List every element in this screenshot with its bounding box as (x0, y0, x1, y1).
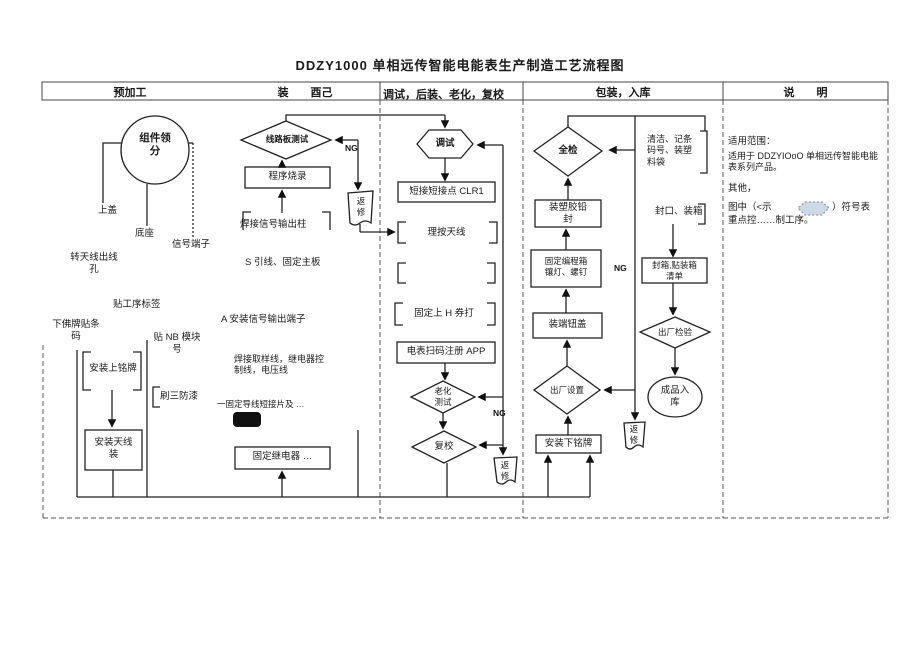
notes-legend-line2: 重点控……制工序。 (728, 215, 814, 226)
start-label: 组件领 分 (139, 132, 171, 158)
relay-label: 固定继电器 … (252, 451, 313, 462)
notes-legend-post: ）符号表 (832, 202, 871, 213)
nameplate-top-bracket (82, 351, 142, 391)
seal-bracket (698, 203, 706, 225)
notes-legend-pre: 图中（<示 (728, 202, 772, 213)
final-inspect-label: 出厂检验 (657, 327, 692, 337)
rework-doc-debug (493, 456, 518, 485)
antenna-label: 安装天线 装 (94, 437, 133, 460)
aging-label: 老化 测试 (434, 386, 452, 407)
legend-hexagon (797, 201, 830, 216)
ng-label-debug: NG (493, 408, 506, 418)
terminal-cover-box (532, 312, 603, 339)
factory-set-diamond (532, 365, 602, 415)
clean-label: 清洁、记条 码号、装塑 料袋 (647, 134, 693, 167)
notes-scope-body: 适用于 DDZYIOoO 单相远传智能电能 表系列产品。 (728, 151, 879, 173)
pack-list-box (641, 257, 708, 284)
scan-app-box (396, 341, 496, 364)
solder-posts-label: 焊接信号输出柱 (240, 219, 307, 230)
paint-label: 刷三防漆 (160, 391, 199, 402)
relay-box (234, 446, 331, 470)
rework-label-assembly: 返 修 (356, 196, 366, 217)
header-pre: 预加工 (113, 87, 147, 99)
assembly-signal-terminal-label: A 安装信号输出端子 (221, 314, 306, 325)
full-inspect-diamond (532, 126, 604, 177)
clean-bracket (700, 130, 708, 174)
header-packing: 包装，入库 (595, 87, 651, 99)
fix-keys-label: 固定编程箱 镶灯、螺钉 (544, 256, 588, 277)
full-inspect-label: 全检 (558, 145, 578, 156)
fix-cover-bracket (394, 302, 496, 326)
debug-label: 调试 (435, 138, 455, 149)
fix-cover-label: 固定上 H 券打 (414, 308, 474, 319)
scan-app-label: 电表扫码注册 APP (406, 346, 486, 357)
pack-list-label: 封箱,贴装箱 清单 (652, 260, 697, 281)
header-notes: 说 明 (783, 87, 828, 99)
leads-label: S 引线、固定主板 (245, 257, 321, 268)
process-label: 贴工序标签 (113, 299, 161, 310)
program-label: 程序烧录 (268, 171, 307, 182)
antenna-bracket (397, 221, 498, 244)
rework-doc-assembly (347, 190, 374, 226)
factory-set-label: 出厂设置 (549, 385, 584, 395)
header-assembly: 装 酉己 (277, 87, 333, 99)
lane-borders (42, 100, 889, 519)
header-debug: 调试，后装、老化，复校 (383, 89, 504, 101)
paint-bracket (152, 386, 160, 408)
recalib-label: 复校 (434, 441, 454, 452)
nb-module-label: 贴 NB 模块 号 (153, 332, 201, 355)
debug-antenna-label: 理按天线 (427, 227, 466, 238)
header-table (41, 81, 889, 101)
terminal-cover-label: 装端钮盖 (548, 319, 587, 330)
start-circle (120, 115, 190, 185)
ng-label-assembly: NG (345, 143, 358, 153)
board-test-diamond (239, 120, 333, 160)
empty-bracket (397, 262, 496, 284)
top-cover-label: 上盖 (98, 205, 118, 216)
lead-seal-label: 装塑胶铅 封 (548, 202, 587, 225)
fix-tabs-label: 一固定导线短接片及 … (217, 399, 305, 409)
ink-blob (233, 412, 261, 427)
warehouse-label: 成品入 库 (660, 385, 690, 408)
board-test-label: 线路板测试 (265, 134, 309, 144)
nameplate-top-label: 安装上铭牌 (89, 363, 137, 374)
notes-scope-title: 适用范围： (728, 136, 776, 147)
seal-box-label: 封口、装箱 (655, 206, 703, 217)
short-clr-label: 短接短接点 CLR1 (409, 186, 484, 197)
ng-label-packing: NG (614, 263, 627, 273)
rework-label-debug: 返 修 (500, 460, 510, 481)
notes-other: 其他， (728, 183, 757, 194)
antenna-hole-label: 转天线出线 孔 (70, 252, 118, 275)
warehouse-ellipse (647, 376, 703, 418)
base-label: 底座 (135, 228, 155, 239)
solder-posts-bracket (242, 211, 331, 230)
nameplate-bottom-label: 安装下铭牌 (544, 438, 593, 449)
solder-wires-label: 焊接取样线，继电器控 制线，电压线 (234, 354, 325, 376)
signal-terminal-label: 信号端子 (172, 239, 211, 250)
recalib-diamond (410, 430, 478, 464)
rework-doc-packing (623, 421, 646, 450)
rework-label-packing: 返 修 (629, 424, 639, 445)
program-box (244, 166, 331, 189)
barcode-label: 下佛牌贴条 码 (52, 319, 100, 342)
short-clr-box (397, 181, 496, 203)
debug-hexagon (416, 129, 474, 159)
page-title: DDZY1000 单相远传智能电能表生产制造工艺流程图 (295, 58, 625, 73)
